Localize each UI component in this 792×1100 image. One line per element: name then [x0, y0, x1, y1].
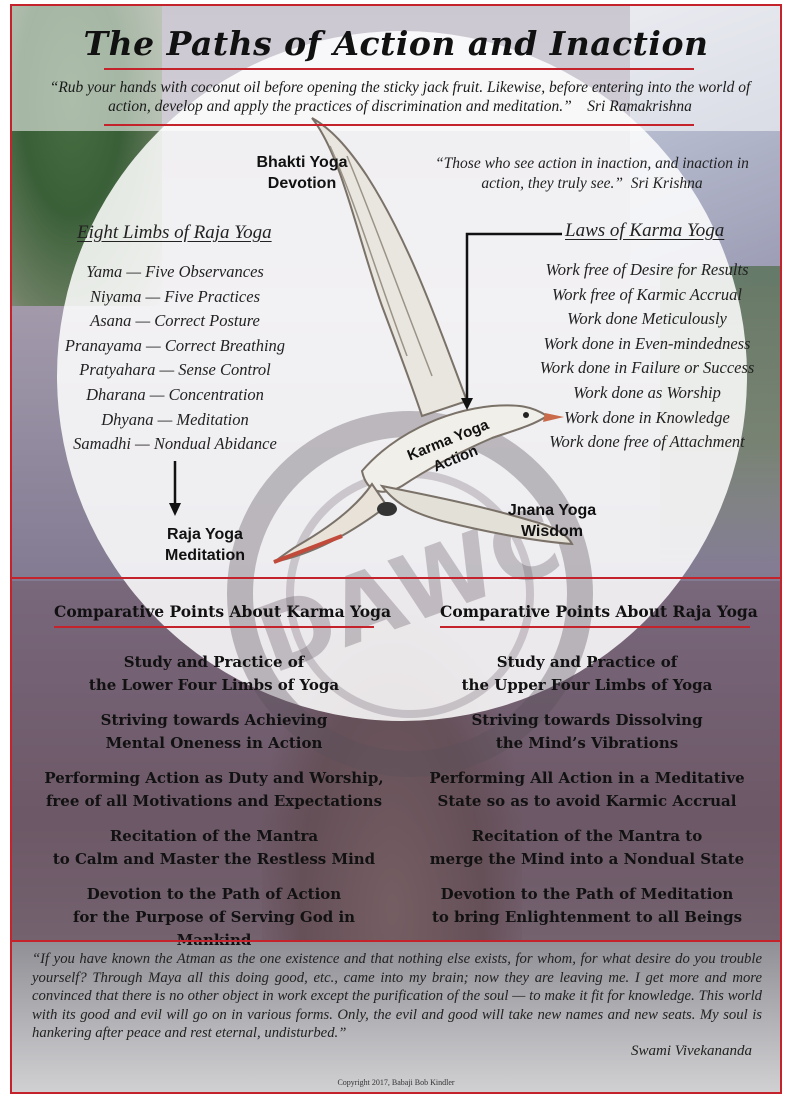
comparison-point-line: merge the Mind into a Nondual State	[429, 850, 745, 868]
karma-law-item: Work done free of Attachment	[549, 432, 745, 452]
raja-limb-item: Niyama — Five Practices	[90, 286, 260, 306]
title-rule	[104, 68, 694, 70]
raja-yoga-name: Raja Yoga	[167, 526, 243, 543]
copyright-notice: Copyright 2017, Babaji Bob Kindler	[337, 1078, 455, 1087]
raja-limb-item: Dhyana — Meditation	[101, 409, 249, 429]
raja-comparison-rule	[440, 626, 750, 628]
raja-limb-item: Samadhi — Nondual Abidance	[73, 434, 277, 454]
bhakti-yoga-label: Bhakti Yoga Devotion	[227, 152, 377, 194]
bhakti-yoga-name: Bhakti Yoga	[256, 154, 348, 171]
comparison-point: Performing Action as Duty and Worship, fr…	[34, 767, 394, 813]
karma-law-item: Work done as Worship	[573, 382, 721, 402]
comparison-top-rule	[12, 577, 780, 579]
krishna-quote-author: Sri Krishna	[630, 175, 703, 192]
raja-limb-item: Dharana — Concentration	[86, 384, 264, 404]
background-scenery	[12, 6, 780, 1092]
comparison-point: Study and Practice of the Lower Four Limb…	[34, 651, 394, 697]
comparison-point-line: the Upper Four Limbs of Yoga	[461, 676, 713, 694]
raja-yoga-label: Raja Yoga Meditation	[130, 524, 280, 566]
bird-body	[360, 404, 549, 493]
raja-comparison-list: Study and Practice of the Upper Four Limb…	[407, 651, 767, 941]
karma-law-item: Work done in Knowledge	[564, 407, 730, 427]
bird-tail	[273, 482, 389, 563]
karma-law-item: Work done in Even-mindedness	[543, 333, 751, 353]
comparison-point-line: State so as to avoid Karmic Accrual	[437, 792, 737, 810]
jnana-yoga-label: Jnana Yoga Wisdom	[482, 500, 622, 542]
central-circle	[57, 31, 747, 721]
bottom-mist-image	[12, 941, 780, 1092]
bhakti-yoga-meaning: Devotion	[267, 175, 337, 192]
comparison-point-line: Recitation of the Mantra	[109, 827, 319, 845]
comparison-point: Recitation of the Mantra to merge the Min…	[407, 825, 767, 871]
comparison-point: Striving towards Dissolving the Mind’s Vi…	[407, 709, 767, 755]
comparison-point: Recitation of the Mantra to Calm and Mast…	[34, 825, 394, 871]
top-quote: “Rub your hands with coconut oil before …	[40, 78, 760, 116]
comparison-point: Devotion to the Path of Action for the Pu…	[34, 883, 394, 952]
top-quote-text: “Rub your hands with coconut oil before …	[49, 79, 751, 115]
comparison-point-line: to Calm and Master the Restless Mind	[52, 850, 376, 868]
comparison-point-line: to bring Enlightenment to all Beings	[431, 908, 743, 926]
karma-comparison-rule	[54, 626, 374, 628]
comparison-point-line: Performing Action as Duty and Worship,	[44, 769, 384, 787]
comparison-point-line: free of all Motivations and Expectations	[45, 792, 383, 810]
jnana-yoga-meaning: Wisdom	[520, 523, 584, 540]
comparison-point-line: Recitation of the Mantra to	[471, 827, 703, 845]
comparison-point-line: for the Purpose of Serving God in Mankin…	[72, 908, 356, 949]
page-title: The Paths of Action and Inaction	[83, 24, 709, 63]
comparison-point-line: the Lower Four Limbs of Yoga	[88, 676, 340, 694]
karma-law-item: Work done Meticulously	[567, 309, 727, 329]
karma-laws-arrow	[465, 232, 562, 404]
karma-comparison-title: Comparative Points About Karma Yoga	[54, 602, 391, 621]
bird-eye	[523, 412, 529, 418]
krishna-quote-text: “Those who see action in inaction, and i…	[435, 155, 749, 192]
comparison-point: Study and Practice of the Upper Four Limb…	[407, 651, 767, 697]
comparison-point-line: Devotion to the Path of Action	[86, 885, 342, 903]
karma-comparison-list: Study and Practice of the Lower Four Limb…	[34, 651, 394, 964]
comparison-point-line: Striving towards Achieving	[100, 711, 328, 729]
raja-limb-item: Asana — Correct Posture	[90, 311, 260, 331]
comparison-point-line: Striving towards Dissolving	[471, 711, 703, 729]
bird-foot	[377, 502, 397, 516]
bird-upper-wing	[311, 117, 469, 418]
raja-limb-item: Pratyahara — Sense Control	[79, 360, 271, 380]
karma-law-item: Work free of Karmic Accrual	[551, 284, 743, 304]
poster-frame: DAWC The Paths of Action and Inaction “R…	[10, 4, 782, 1094]
karma-laws-title: Laws of Karma Yoga	[565, 220, 725, 241]
raja-limbs-title: Eight Limbs of Raja Yoga	[77, 222, 272, 243]
top-quote-author: Sri Ramakrishna	[587, 98, 692, 115]
vivekananda-quote: “If you have known the Atman as the one …	[32, 951, 762, 1042]
raja-limb-item: Pranayama — Correct Breathing	[64, 335, 286, 355]
vivekananda-quote-author: Swami Vivekananda	[631, 1043, 752, 1059]
top-quote-rule	[104, 124, 694, 126]
comparison-point-line: Study and Practice of	[496, 653, 678, 671]
jnana-yoga-name: Jnana Yoga	[507, 502, 597, 519]
comparison-bottom-rule	[12, 940, 780, 942]
comparison-point-line: Study and Practice of	[123, 653, 305, 671]
comparison-point: Devotion to the Path of Meditation to bri…	[407, 883, 767, 929]
raja-comparison-title: Comparative Points About Raja Yoga	[440, 602, 758, 621]
bird-lower-wing	[379, 484, 574, 546]
bird-tail-stripe	[273, 534, 343, 564]
bird-beak	[543, 413, 564, 422]
comparison-point-line: Devotion to the Path of Meditation	[440, 885, 734, 903]
comparison-point-line: Performing All Action in a Meditative	[429, 769, 745, 787]
raja-yoga-meaning: Meditation	[165, 547, 245, 564]
krishna-quote: “Those who see action in inaction, and i…	[417, 154, 767, 194]
karma-law-item: Work free of Desire for Results	[545, 260, 749, 279]
bird-illustration	[169, 117, 574, 564]
raja-limb-item: Yama — Five Observances	[86, 262, 264, 281]
karma-law-item: Work done in Failure or Success	[539, 358, 755, 378]
comparison-point-line: the Mind’s Vibrations	[495, 734, 679, 752]
comparison-point-line: Mental Oneness in Action	[105, 734, 323, 752]
